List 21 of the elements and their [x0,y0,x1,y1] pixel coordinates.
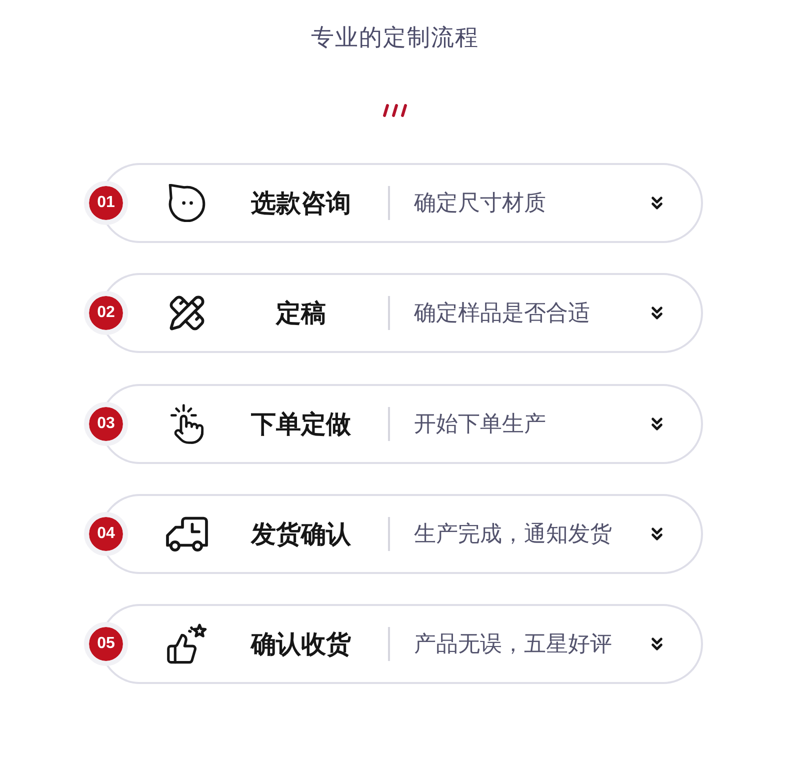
step-description: 确定样品是否合适 [414,300,590,328]
page-title: 专业的定制流程 [311,24,479,53]
step-title: 下单定做 [250,408,352,440]
number-circle [84,512,128,556]
step-title: 发货确认 [250,518,352,550]
step-number: 05 [97,636,115,652]
step-description: 确定尺寸材质 [414,190,546,218]
number-circle [84,291,128,335]
step-number: 04 [97,526,115,542]
number-circle [84,402,128,446]
step-description: 产品无误，五星好评 [414,631,612,659]
step-number: 02 [97,305,115,321]
number-circle [84,181,128,225]
step-title: 确认收货 [249,628,352,660]
step-description: 开始下单生产 [414,411,546,439]
number-circle [84,622,128,666]
step-number: 03 [97,416,115,432]
step-title: 选款咨询 [250,188,352,220]
step-number: 01 [97,195,115,211]
step-description: 生产完成，通知发货 [414,521,612,549]
step-title: 定稿 [274,298,327,330]
